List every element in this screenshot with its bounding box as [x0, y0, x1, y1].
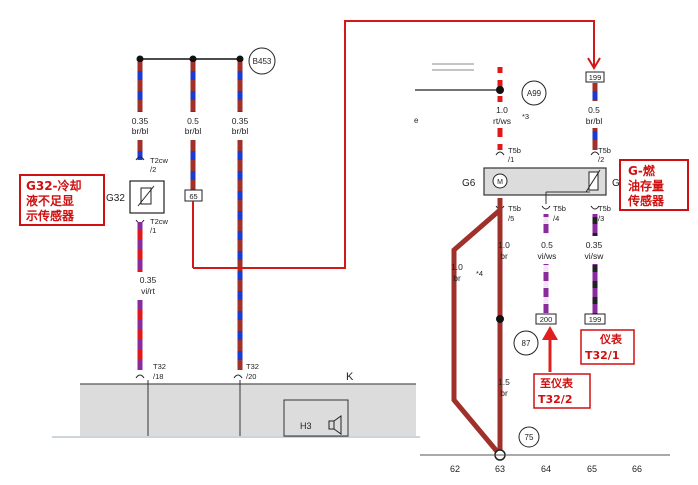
wire-br-diag-color: br: [453, 273, 461, 283]
g32-callout-line-3: 示传感器: [25, 208, 75, 223]
g-callout-line-2: 油存量: [628, 178, 664, 193]
box-199-bot-label: 199: [589, 315, 602, 324]
wire-3-gauge: 0.35: [232, 116, 249, 126]
red-route: [193, 20, 595, 269]
wire-br-diag-gauge: 1.0: [451, 262, 463, 272]
col-num-64: 64: [541, 464, 551, 474]
wire-visw-color: vi/sw: [585, 251, 605, 261]
t5b-1: T5b: [508, 146, 521, 155]
pump-motor-icon: [492, 173, 508, 189]
g-cut-label: G: [612, 178, 620, 189]
g32-callout-line-1: G32-冷却: [26, 178, 82, 193]
g6-label: G6: [462, 178, 476, 189]
callout-t32-1-line-2: T32/1: [585, 349, 619, 362]
ref-circle-b453: [248, 47, 276, 75]
h3-label: H3: [300, 421, 312, 431]
wire-3-color: br/bl: [232, 126, 249, 136]
wire-2-gauge: 0.5: [187, 116, 199, 126]
red-route-arrowhead: [587, 57, 601, 70]
wire-1-gauge: 0.35: [132, 116, 149, 126]
pin-20-num: /20: [246, 372, 256, 381]
g32-pin-bot: T2cw: [150, 217, 169, 226]
wire-2-color: br/bl: [185, 126, 202, 136]
wire-br-diag-note: *4: [476, 269, 483, 278]
t5b-3: T5b: [598, 204, 611, 213]
speaker-icon: [328, 420, 335, 430]
callout-t32-2-box: [533, 373, 591, 409]
g32-pin-top-num: /2: [150, 165, 156, 174]
wire-br-main-color: br: [500, 251, 508, 261]
col-num-63: 63: [495, 464, 505, 474]
wire-2-upper: [190, 62, 196, 112]
box-200: [535, 313, 557, 325]
col-num-62: 62: [450, 464, 460, 474]
wire-visw-gauge: 0.35: [586, 240, 603, 250]
callout-t32-2-line-2: T32/2: [538, 393, 572, 406]
ref-b453: B453: [253, 57, 272, 66]
wire-3-upper: [237, 62, 243, 112]
t5b-1-num: /1: [508, 155, 514, 164]
t5b-5: T5b: [508, 204, 521, 213]
ref-75: 75: [525, 433, 534, 442]
t5b-3-num: /3: [598, 214, 604, 223]
callout-t32-1-box: [580, 329, 635, 365]
box-200-label: 200: [540, 315, 553, 324]
g32-pin-top: T2cw: [150, 156, 169, 165]
g32-sensor: [129, 180, 165, 214]
g32-callout-box: [19, 174, 105, 226]
ref-circle-a99: [521, 80, 547, 106]
callout-t32-1-line-1: 仪表: [599, 332, 623, 346]
lower-wire-color: vi/rt: [141, 286, 155, 296]
g32-label: G32: [106, 193, 125, 204]
g-callout-line-3: 传感器: [627, 193, 665, 208]
h3-box: [283, 399, 349, 437]
pin-18-num: /18: [153, 372, 163, 381]
g-callout-line-1: G-燃: [628, 163, 656, 178]
wire-viws-gauge: 0.5: [541, 240, 553, 250]
wire-1-color: br/bl: [132, 126, 149, 136]
wire-br-main-gauge: 1.0: [498, 240, 510, 250]
wire-br-low-color: br: [500, 388, 508, 398]
k-label: K: [346, 371, 354, 383]
lower-wire-gauge: 0.35: [140, 275, 157, 285]
brown-diagonal-wire: [451, 208, 502, 457]
col-num-66: 66: [632, 464, 642, 474]
wire-viws-color: vi/ws: [538, 251, 557, 261]
pin-18: T32: [153, 362, 166, 371]
g32-callout-line-2: 液不足显: [26, 193, 74, 208]
g32-pin-bot-num: /1: [150, 226, 156, 235]
box-199-bot: [584, 313, 606, 325]
box-199-top-label: 199: [589, 73, 602, 82]
wire-top-b-gauge: 0.5: [588, 105, 600, 115]
t5b-2: T5b: [598, 146, 611, 155]
g-callout-box: [619, 159, 689, 211]
ref-a99: A99: [527, 89, 542, 98]
pin-20: T32: [246, 362, 259, 371]
stub-label: e: [414, 116, 419, 125]
wire-br-low-gauge: 1.5: [498, 377, 510, 387]
ref-87: 87: [522, 339, 531, 348]
wire-top-a-color: rt/ws: [493, 116, 511, 126]
ref-circle-75: [518, 426, 540, 448]
box-199-top: [585, 71, 605, 83]
t5b-4-num: /4: [553, 214, 559, 223]
wire-top-a-note: *3: [522, 112, 529, 121]
motor-m-label: M: [497, 179, 503, 186]
t5b-5-num: /5: [508, 214, 514, 223]
t5b-2-num: /2: [598, 155, 604, 164]
ref-circle-87: [513, 330, 539, 356]
control-unit-panel: [80, 384, 416, 436]
col-num-65: 65: [587, 464, 597, 474]
box-65-label: 65: [189, 192, 197, 201]
wire-1-upper: [137, 62, 143, 112]
wire-top-a-gauge: 1.0: [496, 105, 508, 115]
wire-top-b-color: br/bl: [586, 116, 603, 126]
t5b-4: T5b: [553, 204, 566, 213]
callout-t32-2-line-1: 至仪表: [540, 376, 574, 390]
